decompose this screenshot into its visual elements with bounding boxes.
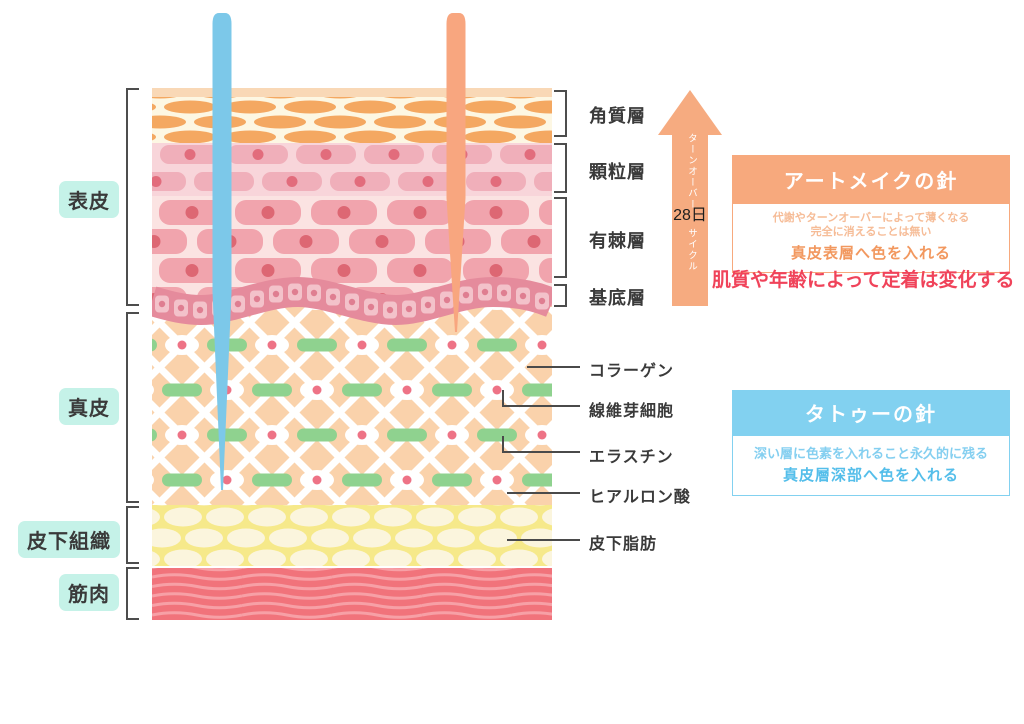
bracket-subcutaneous [126,506,139,564]
skin-cross-section-illustration [152,13,552,620]
turnover-days: 28日 [673,207,707,224]
tattoo-box-title: タトゥーの針 [732,390,1010,435]
pointer-line-fat [507,539,580,541]
turnover-cycle-vertical: サイクル [686,228,697,272]
label-subcutaneous-fat: 皮下脂肪 [589,536,658,553]
bracket-basal [554,284,567,307]
label-fibroblast: 線維芽細胞 [589,403,675,420]
bracket-corneum [554,90,567,137]
label-collagen: コラーゲン [589,363,675,380]
artmake-desc-line2: 完全に消えることは無い [810,226,932,238]
label-subcutaneous-tissue: 皮下組織 [18,521,120,558]
tattoo-desc-line1: 深い層に色素を入れること永久的に残る [753,446,988,461]
turnover-arrow-shaft [672,134,708,306]
label-epidermis: 表皮 [59,181,119,218]
artmake-desc-line1: 代謝やターンオーバーによって薄くなる [772,212,970,224]
tattoo-highlight: 真皮層深部へ色を入れる [782,467,959,484]
label-basal-layer: 基底層 [589,288,646,308]
pointer-line-collagen [527,366,580,368]
muscle-layer [152,568,552,620]
label-granular-layer: 顆粒層 [589,162,646,182]
granular-layer [152,143,552,196]
tattoo-info-box: タトゥーの針 深い層に色素を入れること永久的に残る 真皮層深部へ色を入れる [732,390,1010,496]
artmake-box-body: 代謝やターンオーバーによって薄くなる 完全に消えることは無い 真皮表層へ色を入れ… [732,203,1010,273]
label-elastin: エラスチン [589,449,674,466]
bracket-spinous [554,197,567,278]
tattoo-box-body: 深い層に色素を入れること永久的に残る 真皮層深部へ色を入れる [732,435,1010,496]
label-spinous-layer: 有棘層 [589,231,646,251]
bracket-muscle [126,567,139,620]
artmake-info-box: アートメイクの針 代謝やターンオーバーによって薄くなる 完全に消えることは無い … [732,155,1010,273]
tattoo-needle [212,13,232,490]
turnover-arrow-head [658,90,722,135]
bracket-granular [554,143,567,193]
subcutaneous-fat-layer [152,505,552,566]
turnover-label-vertical: ターンオーバー [686,133,697,210]
label-muscle: 筋肉 [59,574,119,611]
retention-note: 肌質や年齢によって定着は変化する [712,270,1015,291]
pointer-line-elastin [502,436,580,453]
pointer-line-fibroblast [502,390,580,407]
label-hyaluronic-acid: ヒアルロン酸 [589,489,691,506]
label-dermis: 真皮 [59,388,119,425]
pointer-line-hyaluronic [507,492,580,494]
artmake-box-title: アートメイクの針 [732,155,1010,203]
artmake-highlight: 真皮表層へ色を入れる [790,245,951,262]
artmake-needle [446,13,466,332]
bracket-epidermis [126,88,139,306]
bracket-dermis [126,312,139,503]
stratum-corneum-layer [152,88,552,143]
dermis-layer [152,306,552,505]
label-stratum-corneum: 角質層 [589,106,646,126]
basal-layer [152,276,552,326]
